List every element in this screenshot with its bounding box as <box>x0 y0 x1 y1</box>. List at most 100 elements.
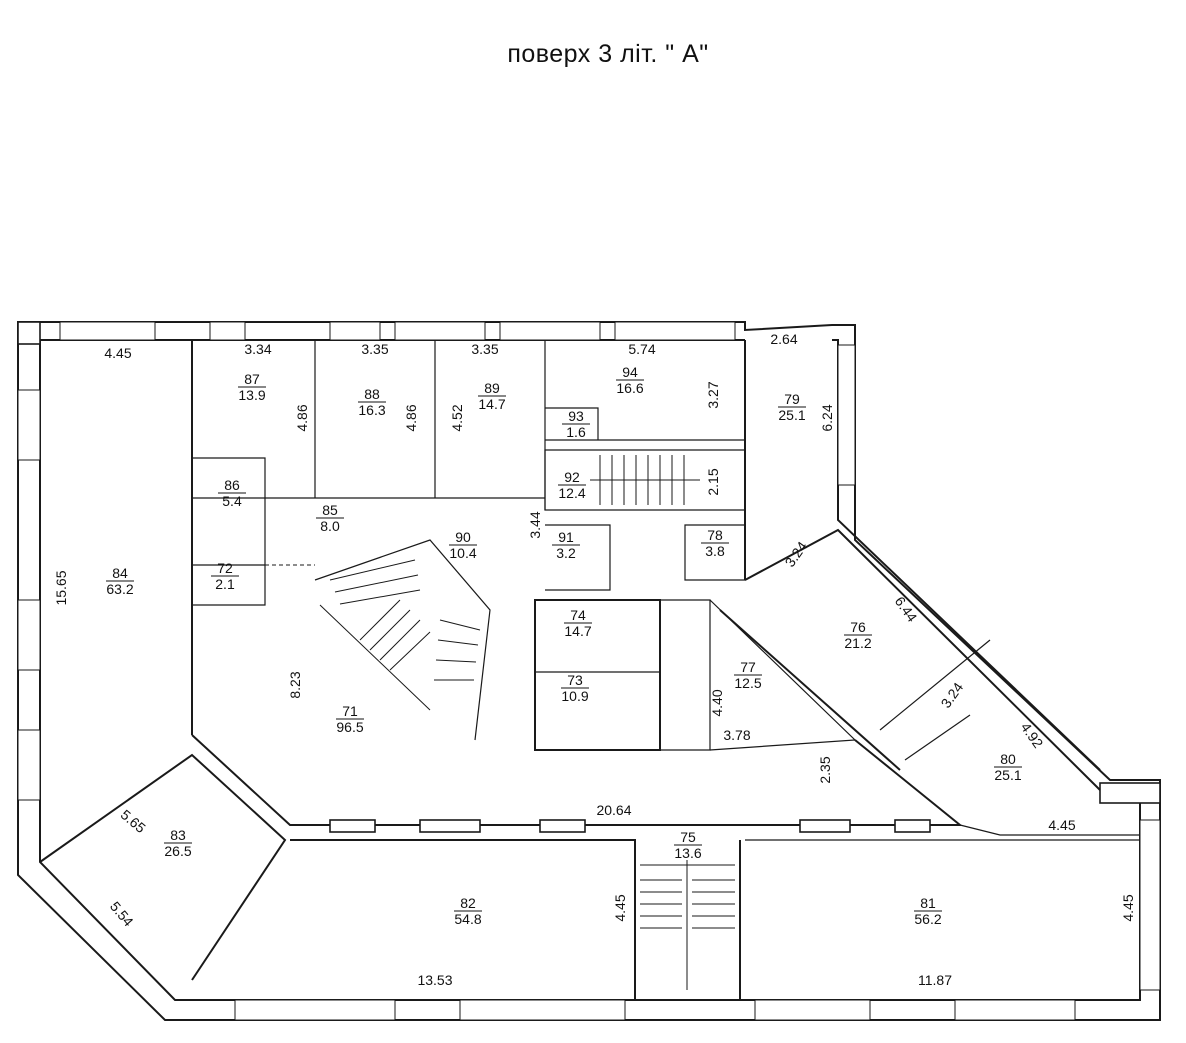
room-92-number: 92 <box>564 469 580 485</box>
dimension-label: 5.74 <box>628 341 655 357</box>
room-75-number: 75 <box>680 829 696 845</box>
room-78-number: 78 <box>707 527 723 543</box>
room-80-area: 25.1 <box>994 767 1021 783</box>
room-labels: 7196.5722.17310.97414.77513.67621.27712.… <box>106 364 1022 927</box>
room-85-area: 8.0 <box>320 518 340 534</box>
dimension-label: 4.52 <box>449 404 465 431</box>
room-77-number: 77 <box>740 659 756 675</box>
room-76-number: 76 <box>850 619 866 635</box>
dimension-label: 15.65 <box>53 570 69 605</box>
room-73-number: 73 <box>567 672 583 688</box>
dimension-label: 2.35 <box>817 756 833 783</box>
dimension-label: 4.45 <box>612 894 628 921</box>
dimension-label: 3.27 <box>705 381 721 408</box>
dimension-label: 20.64 <box>596 802 631 818</box>
room-90-area: 10.4 <box>449 545 476 561</box>
room-72-number: 72 <box>217 560 233 576</box>
room-80-number: 80 <box>1000 751 1016 767</box>
dimension-label: 4.92 <box>1018 719 1047 751</box>
dimension-label: 3.35 <box>361 341 388 357</box>
room-91-area: 3.2 <box>556 545 576 561</box>
dimension-label: 3.24 <box>938 679 967 711</box>
dimension-label: 3.78 <box>723 727 750 743</box>
room-86-label: 865.4 <box>218 477 246 509</box>
room-79-number: 79 <box>784 391 800 407</box>
dimension-label: 3.34 <box>244 341 271 357</box>
room-75-area: 13.6 <box>674 845 701 861</box>
room-90-number: 90 <box>455 529 471 545</box>
room-74-area: 14.7 <box>564 623 591 639</box>
dimension-label: 5.54 <box>107 898 137 929</box>
room-94-area: 16.6 <box>616 380 643 396</box>
interior-walls <box>39 340 1140 1000</box>
room-77-area: 12.5 <box>734 675 761 691</box>
dimension-label: 11.87 <box>918 972 952 988</box>
room-89-area: 14.7 <box>478 396 505 412</box>
plan-title: поверх 3 літ. " А" <box>507 40 709 68</box>
room-93-number: 93 <box>568 408 584 424</box>
room-86-number: 86 <box>224 477 240 493</box>
room-87-area: 13.9 <box>238 387 265 403</box>
room-88-area: 16.3 <box>358 402 385 418</box>
room-85-label: 858.0 <box>316 502 344 534</box>
room-79-area: 25.1 <box>778 407 805 423</box>
room-82-number: 82 <box>460 895 476 911</box>
dimension-label: 3.44 <box>527 511 543 538</box>
room-86-area: 5.4 <box>222 493 242 509</box>
dimension-label: 4.45 <box>1048 817 1075 833</box>
room-91-label: 913.2 <box>552 529 580 561</box>
dimension-label: 5.65 <box>118 806 149 836</box>
room-76-area: 21.2 <box>844 635 871 651</box>
room-78-area: 3.8 <box>705 543 725 559</box>
dimension-label: 3.24 <box>782 538 811 570</box>
room-82-area: 54.8 <box>454 911 481 927</box>
room-71-area: 96.5 <box>336 719 363 735</box>
room-88-number: 88 <box>364 386 380 402</box>
room-72-area: 2.1 <box>215 576 235 592</box>
room-94-number: 94 <box>622 364 638 380</box>
dimension-label: 13.53 <box>417 972 452 988</box>
dimension-label: 4.86 <box>294 404 310 431</box>
dimension-label: 8.23 <box>287 671 303 698</box>
dimension-label: 4.45 <box>1120 894 1136 921</box>
outer-walls <box>17 321 1161 1021</box>
room-81-number: 81 <box>920 895 936 911</box>
room-78-label: 783.8 <box>701 527 729 559</box>
room-87-number: 87 <box>244 371 260 387</box>
room-81-area: 56.2 <box>914 911 941 927</box>
room-92-area: 12.4 <box>558 485 585 501</box>
dimension-label: 4.45 <box>104 345 131 361</box>
room-85-number: 85 <box>322 502 338 518</box>
room-71-number: 71 <box>342 703 358 719</box>
room-91-number: 91 <box>558 529 574 545</box>
dimension-label: 4.86 <box>403 404 419 431</box>
room-93-area: 1.6 <box>566 424 586 440</box>
room-83-number: 83 <box>170 827 186 843</box>
dimension-label: 2.64 <box>770 331 797 347</box>
dimension-label: 6.24 <box>819 404 835 431</box>
room-83-area: 26.5 <box>164 843 191 859</box>
room-72-label: 722.1 <box>211 560 239 592</box>
dimension-label: 3.35 <box>471 341 498 357</box>
room-93-label: 931.6 <box>562 408 590 440</box>
dimension-label: 4.40 <box>709 689 725 716</box>
room-84-area: 63.2 <box>106 581 133 597</box>
